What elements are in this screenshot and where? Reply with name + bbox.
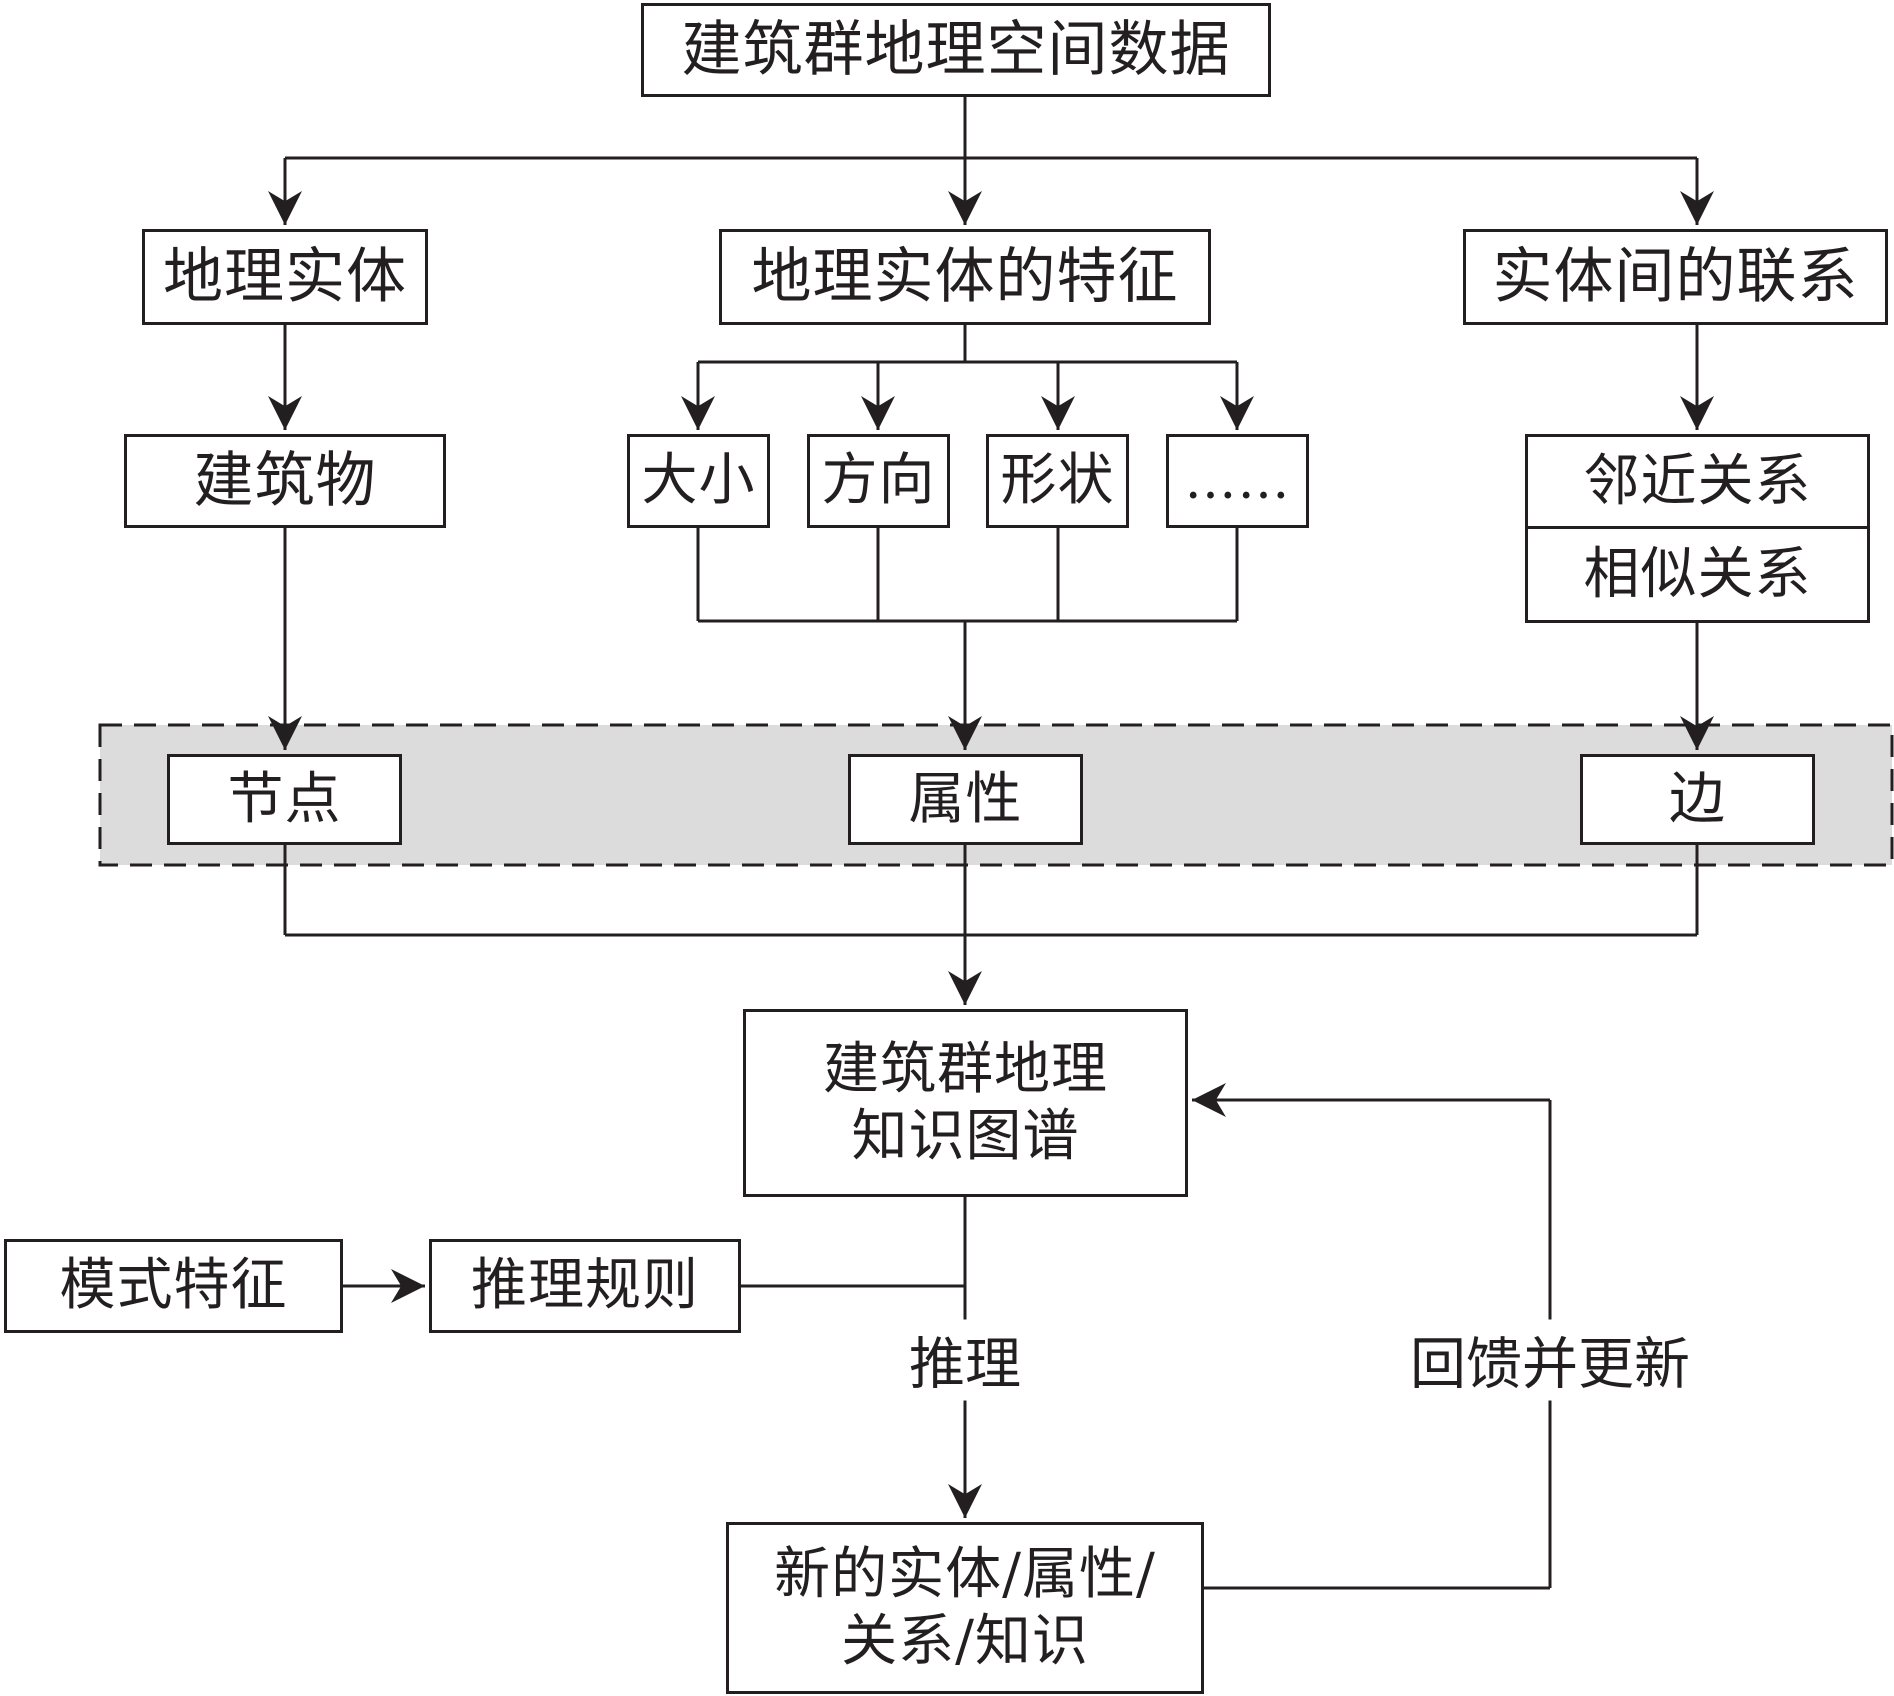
pattern-feature-box: 模式特征 xyxy=(4,1239,343,1333)
source-data-box: 建筑群地理空间数据 xyxy=(641,3,1271,97)
new-knowledge-line-1: 新的实体/属性/ xyxy=(774,1541,1156,1607)
node-box: 节点 xyxy=(167,754,402,845)
feature-more-box: …… xyxy=(1166,434,1309,528)
inference-rules-box: 推理规则 xyxy=(429,1239,741,1333)
category-entity-box: 地理实体 xyxy=(142,229,428,325)
category-feature-box: 地理实体的特征 xyxy=(719,229,1211,325)
inference-label: 推理 xyxy=(903,1319,1027,1401)
edge-box: 边 xyxy=(1580,754,1815,845)
relation-types-box: 邻近关系 相似关系 xyxy=(1525,434,1870,623)
knowledge-graph-line-1: 建筑群地理 xyxy=(823,1036,1108,1102)
building-box: 建筑物 xyxy=(124,434,446,528)
relation-adjacency: 邻近关系 xyxy=(1528,437,1867,529)
category-relation-box: 实体间的联系 xyxy=(1463,229,1888,325)
relation-similarity: 相似关系 xyxy=(1583,541,1812,607)
feature-direction-box: 方向 xyxy=(807,434,950,528)
feedback-label: 回馈并更新 xyxy=(1404,1319,1696,1401)
feature-size-box: 大小 xyxy=(627,434,770,528)
knowledge-graph-line-2: 知识图谱 xyxy=(851,1104,1080,1169)
attribute-box: 属性 xyxy=(848,754,1083,845)
knowledge-graph-box: 建筑群地理 知识图谱 xyxy=(743,1009,1188,1197)
feature-shape-box: 形状 xyxy=(986,434,1129,528)
new-knowledge-line-2: 关系/知识 xyxy=(841,1609,1089,1674)
new-knowledge-box: 新的实体/属性/ 关系/知识 xyxy=(726,1522,1204,1694)
